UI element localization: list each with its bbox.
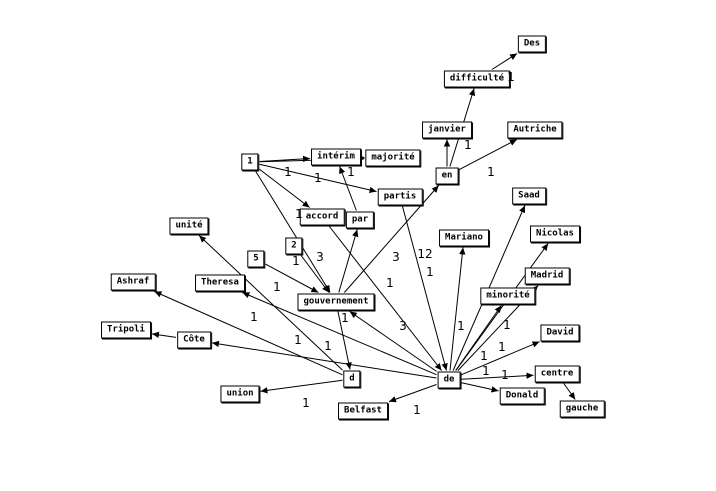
edge-Cote-to-Tripoli xyxy=(152,334,176,338)
edge-label: 3 xyxy=(316,251,324,263)
edge-label: 1 xyxy=(413,404,421,416)
edge-label: 1 xyxy=(507,71,515,83)
node-centre: centre xyxy=(535,366,580,383)
edge-label: 3 xyxy=(399,320,407,332)
edge-label: 1 xyxy=(386,277,394,289)
edge-label: 1 xyxy=(503,319,511,331)
node-theresa: Theresa xyxy=(195,275,245,292)
node-gauche: gauche xyxy=(560,401,605,418)
node-ashraf: Ashraf xyxy=(111,274,156,291)
edge-label: 1 xyxy=(314,172,322,184)
edge-n1-to-gouvernement xyxy=(256,172,330,293)
node-nicolas: Nicolas xyxy=(530,226,580,243)
node-autriche: Autriche xyxy=(507,122,562,139)
node-des: Des xyxy=(518,36,546,53)
node-saad: Saad xyxy=(512,188,546,205)
node-union: union xyxy=(220,386,259,403)
edge-label: 1 xyxy=(480,350,488,362)
edge-de-to-Donald xyxy=(462,383,499,391)
edge-label: 1 xyxy=(457,320,465,332)
node-1: 1 xyxy=(241,154,258,171)
edge-de-to-centre xyxy=(462,375,534,379)
edge-difficulte-to-Des xyxy=(492,54,517,70)
node-minorite: minorité xyxy=(480,288,535,305)
edge-label: 1 xyxy=(284,166,292,178)
node-par: par xyxy=(346,212,374,229)
node-unite: unité xyxy=(169,218,208,235)
edge-d-to-union xyxy=(261,380,343,391)
node-interim: intérim xyxy=(311,149,361,166)
edge-centre-to-gauche xyxy=(564,384,575,400)
edge-label: 1 xyxy=(347,166,355,178)
edge-n2-to-gouvernement xyxy=(301,256,329,293)
node-cote: Côte xyxy=(177,332,211,349)
edge-de-to-Belfast xyxy=(389,385,437,402)
edge-de-to-gouvernement xyxy=(350,312,437,372)
edge-label: 1 xyxy=(292,255,300,267)
edge-label: 1 xyxy=(273,281,281,293)
node-2: 2 xyxy=(285,238,302,255)
node-de: de xyxy=(438,372,461,389)
node-difficulte: difficulté xyxy=(444,71,510,88)
node-mariano: Mariano xyxy=(439,230,489,247)
edge-label: 1 xyxy=(324,340,332,352)
node-tripoli: Tripoli xyxy=(101,322,151,339)
edge-label: 1 xyxy=(464,139,472,151)
edge-gouvernement-to-par xyxy=(339,230,357,293)
node-gouvernement: gouvernement xyxy=(297,294,374,311)
node-janvier: janvier xyxy=(422,122,472,139)
node-donald: Donald xyxy=(500,388,545,405)
edge-label: 1 xyxy=(498,341,506,353)
node-d: d xyxy=(343,371,360,388)
node-accord: accord xyxy=(300,209,345,226)
edge-label: 1 xyxy=(501,369,509,381)
edge-label: 1 xyxy=(294,334,302,346)
node-en: en xyxy=(436,168,459,185)
edge-label: 1 xyxy=(426,266,434,278)
edge-label: 1 xyxy=(341,312,349,324)
edge-label: 12 xyxy=(417,248,432,260)
edge-label: 1 xyxy=(302,397,310,409)
edge-label: 1 xyxy=(250,311,258,323)
edge-label: 3 xyxy=(392,251,400,263)
edge-label: 1 xyxy=(487,166,495,178)
node-partis: partis xyxy=(378,189,423,206)
edge-label: 1 xyxy=(482,365,490,377)
node-majorite: majorité xyxy=(365,150,420,167)
node-madrid: Madrid xyxy=(525,268,570,285)
node-5: 5 xyxy=(247,251,264,268)
node-david: David xyxy=(540,325,579,342)
node-belfast: Belfast xyxy=(338,403,388,420)
edge-label: 1 xyxy=(295,208,303,220)
